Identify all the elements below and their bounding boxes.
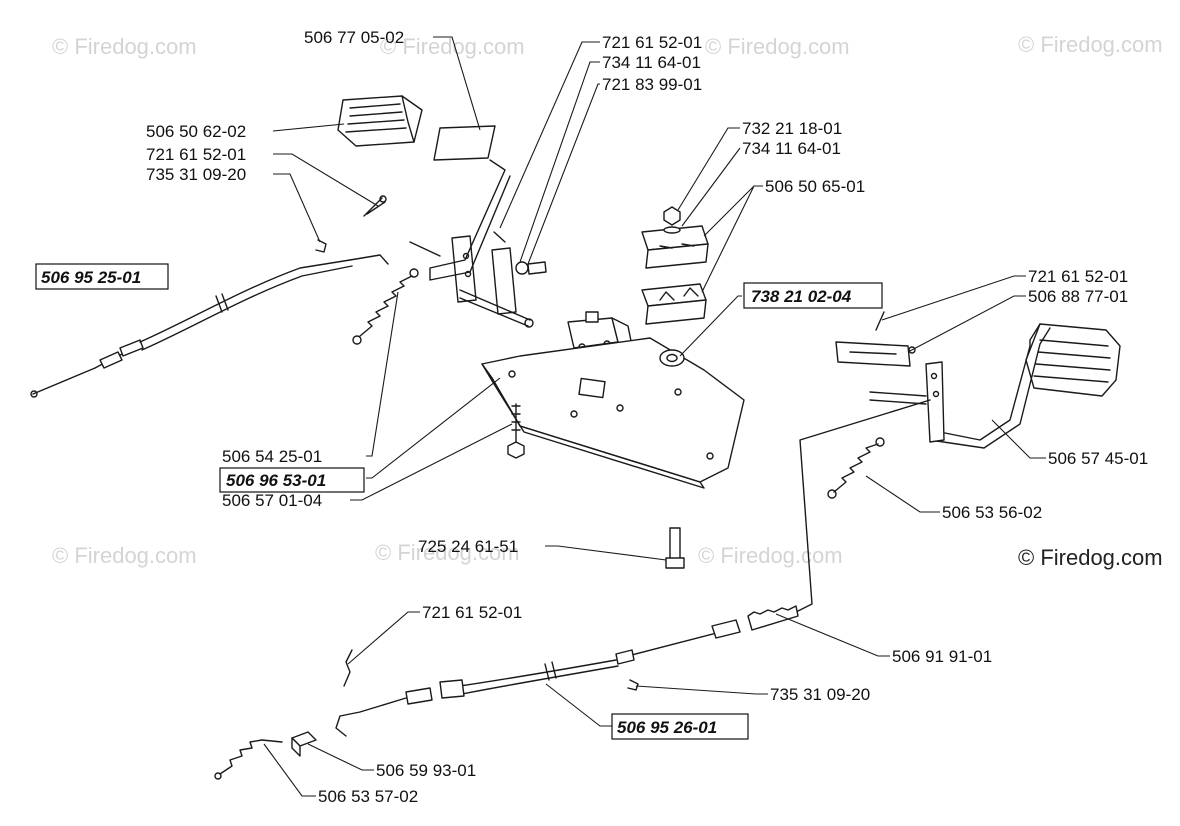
- part-label: 735 31 09-20: [770, 685, 870, 704]
- part-label: 732 21 18-01: [742, 119, 842, 138]
- part-label-highlighted: 506 96 53-01: [226, 471, 326, 490]
- watermark: © Firedog.com: [52, 34, 197, 59]
- part-labels: 506 77 05-02 721 61 52-01 734 11 64-01 7…: [35, 28, 1148, 806]
- watermark: © Firedog.com: [705, 34, 850, 59]
- part-label: 506 53 57-02: [318, 787, 418, 806]
- extension-spring-lower: [214, 739, 283, 780]
- upper-cable: [30, 241, 441, 398]
- part-label-highlighted: 506 95 26-01: [617, 718, 717, 737]
- part-label: 506 91 91-01: [892, 647, 992, 666]
- link-rod: [795, 399, 931, 613]
- watermark: © Firedog.com: [1018, 32, 1163, 57]
- watermark: © Firedog.com: [52, 543, 197, 568]
- bushing: [659, 349, 685, 367]
- part-label-highlighted: 506 95 25-01: [41, 268, 141, 287]
- part-label: 506 77 05-02: [304, 28, 404, 47]
- copyright-notice: © Firedog.com: [1018, 545, 1163, 570]
- nut-and-washer: [663, 206, 681, 234]
- parts-drawing: [30, 95, 1121, 780]
- part-label: 735 31 09-20: [146, 165, 246, 184]
- label-box: [35, 263, 169, 290]
- pedal-plate: [433, 125, 496, 161]
- part-label: 506 50 65-01: [765, 177, 865, 196]
- lower-cable: [335, 605, 799, 737]
- part-label: 506 57 45-01: [1048, 449, 1148, 468]
- part-label: 506 59 93-01: [376, 761, 476, 780]
- part-label: 506 53 56-02: [942, 503, 1042, 522]
- part-label: 734 11 64-01: [742, 139, 841, 158]
- left-pedal-arm: [429, 159, 534, 328]
- part-label: 506 57 01-04: [222, 491, 322, 510]
- plate-screw: [507, 403, 525, 459]
- part-label-highlighted: 738 21 02-04: [751, 287, 852, 306]
- part-label: 721 61 52-01: [602, 33, 702, 52]
- label-box: [219, 467, 365, 493]
- extension-spring-right: [827, 437, 885, 499]
- watermark: © Firedog.com: [698, 543, 843, 568]
- part-label: 506 50 62-02: [146, 122, 246, 141]
- clamp-blocks: [641, 225, 709, 325]
- label-box: [743, 282, 883, 309]
- extension-spring-left: [352, 268, 419, 345]
- part-label: 734 11 64-01: [602, 53, 701, 72]
- brake-pedal-pad: [337, 95, 423, 147]
- watermark: © Firedog.com: [375, 540, 520, 565]
- long-bolt: [665, 527, 685, 569]
- part-label: 506 54 25-01: [222, 447, 322, 466]
- right-pedal: [869, 323, 1121, 449]
- cable-block: [291, 731, 317, 757]
- leader-lines: [263, 36, 1046, 797]
- adjuster-link: [835, 311, 916, 367]
- part-label: 506 88 77-01: [1028, 287, 1128, 306]
- cotter-pin: [363, 195, 387, 217]
- part-label: 721 83 99-01: [602, 75, 702, 94]
- part-label: 725 24 61-51: [418, 537, 518, 556]
- part-label: 721 61 52-01: [422, 603, 522, 622]
- part-label: 721 61 52-01: [146, 145, 246, 164]
- spring-clip: [315, 239, 327, 253]
- mounting-plate: [481, 337, 745, 489]
- bolt-and-washer: [493, 231, 547, 275]
- part-label: 721 61 52-01: [1028, 267, 1128, 286]
- watermarks: © Firedog.com © Firedog.com © Firedog.co…: [52, 32, 1163, 570]
- label-box: [611, 713, 749, 740]
